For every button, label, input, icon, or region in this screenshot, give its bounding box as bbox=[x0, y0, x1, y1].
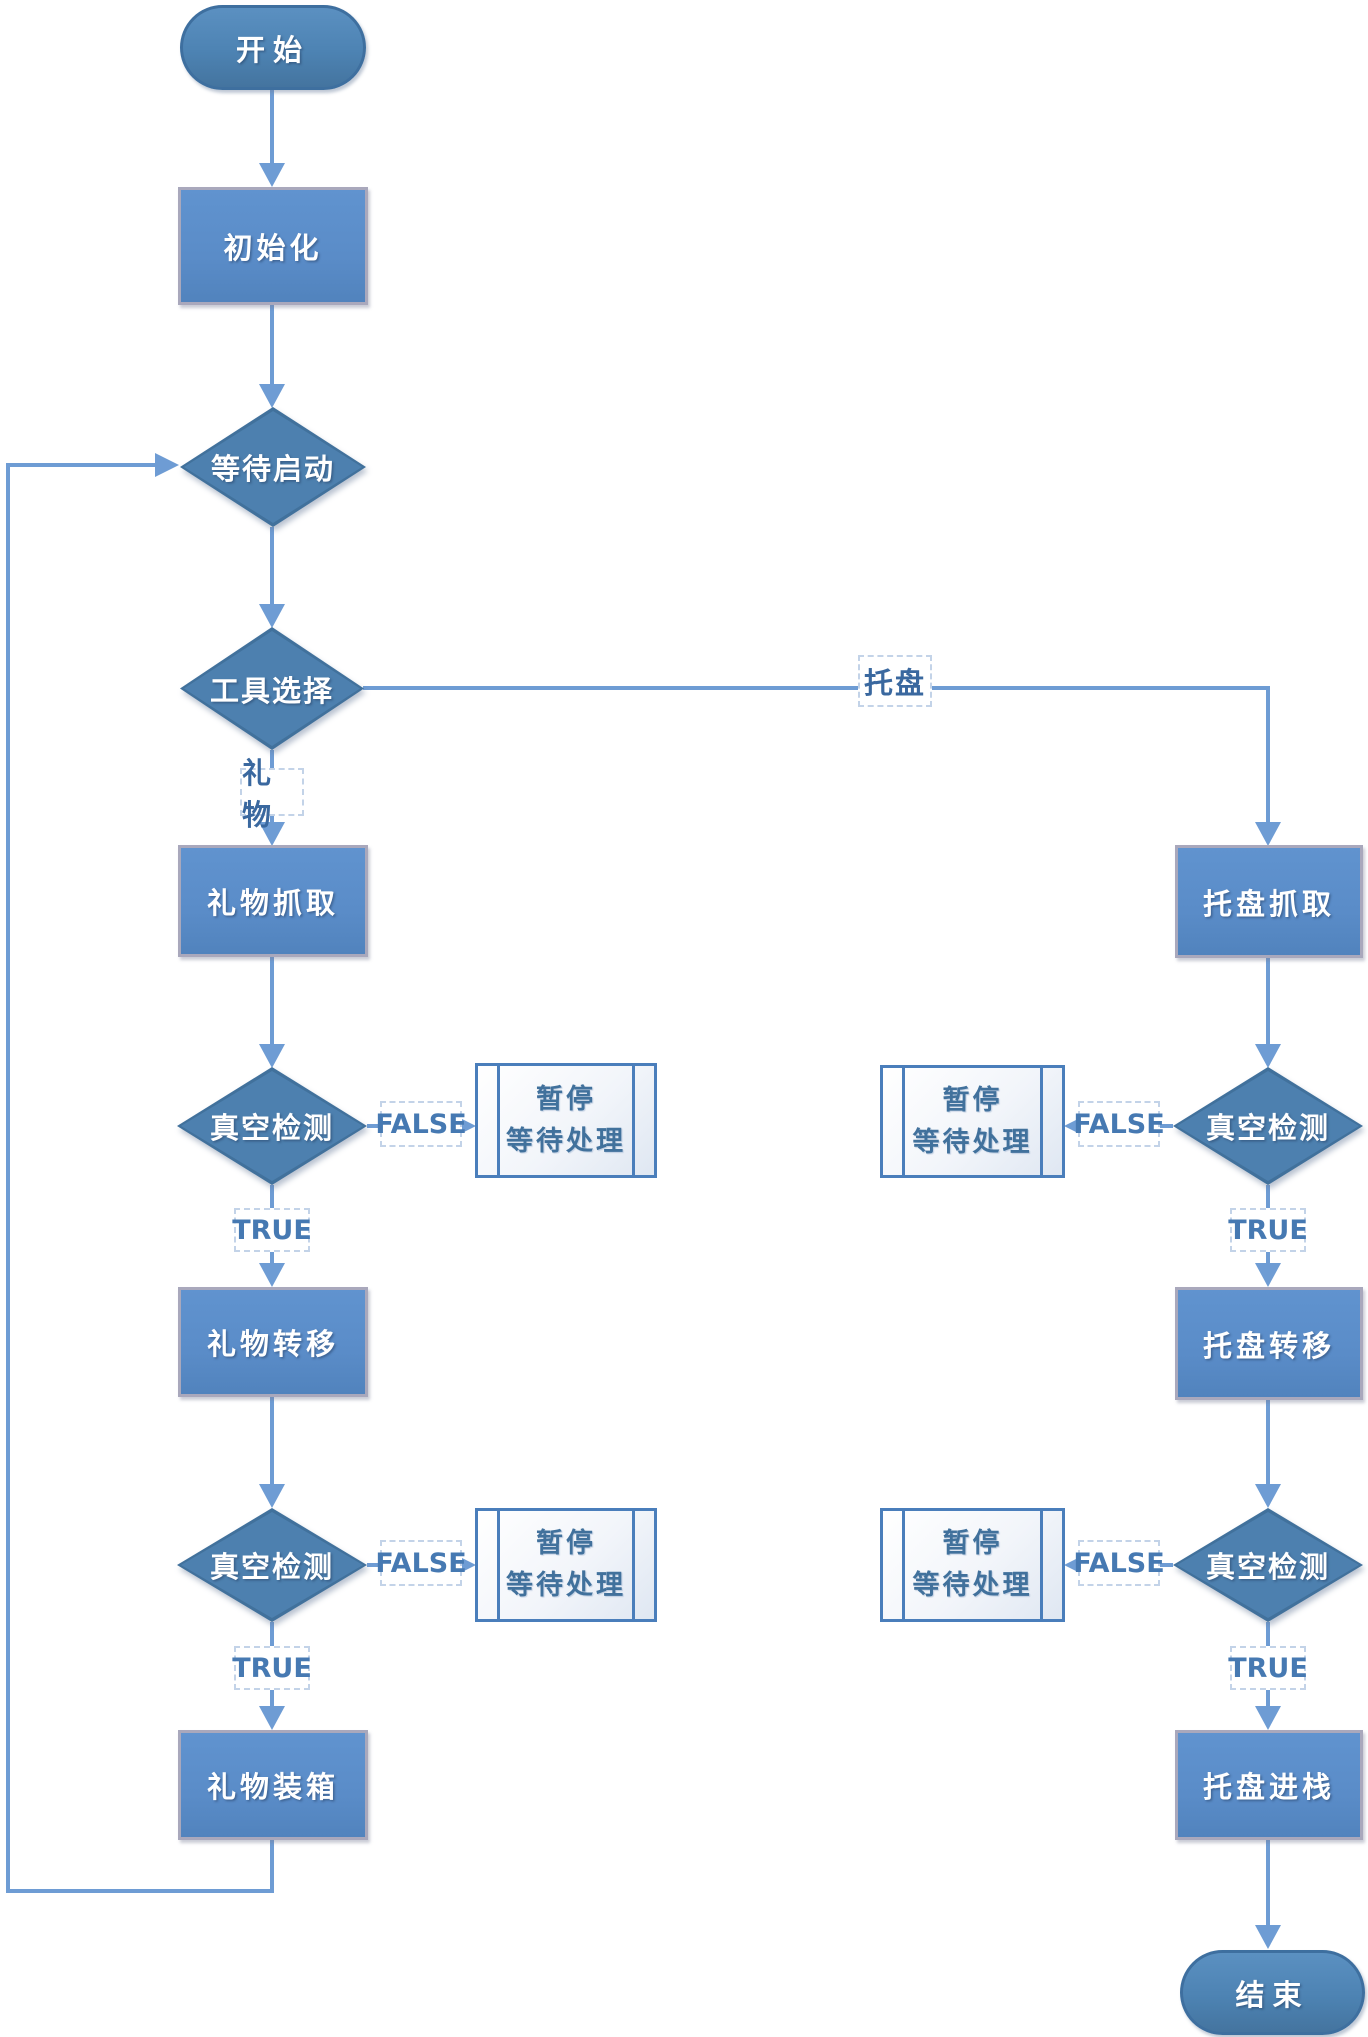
node-pause-left-1: 暂停 等待处理 bbox=[475, 1063, 657, 1178]
node-gift-transfer-label: 礼物转移 bbox=[206, 1327, 339, 1361]
edge-label-tray: 托盘 bbox=[858, 655, 932, 707]
subroutine-bar-right bbox=[632, 1066, 635, 1175]
connector-tray-elbow-down bbox=[1266, 686, 1270, 825]
node-vacuum-check-label: 真空检测 bbox=[1205, 1550, 1330, 1584]
node-vacuum-check-left-1: 真空检测 bbox=[177, 1067, 367, 1185]
node-gift-grab-label: 礼物抓取 bbox=[206, 886, 339, 920]
node-tool-select: 工具选择 bbox=[180, 627, 364, 750]
connector-gifttransfer-vacuum2 bbox=[270, 1397, 274, 1487]
edge-label-false-left-2: FALSE bbox=[375, 1540, 467, 1586]
node-tray-stack: 托盘进栈 bbox=[1175, 1730, 1363, 1840]
arrowhead-vacuum2r-traystack bbox=[1255, 1706, 1281, 1730]
edge-label-tray-text: 托盘 bbox=[863, 666, 926, 700]
node-vacuum-check-left-2: 真空检测 bbox=[177, 1508, 367, 1622]
connector-traygrab-vacuum1r bbox=[1266, 958, 1270, 1046]
arrowhead-waitstart-toolselect bbox=[259, 604, 285, 628]
connector-toolselect-tray-horizontal bbox=[363, 686, 1270, 690]
arrowhead-init-waitstart bbox=[259, 384, 285, 408]
edge-label-gift-text: 礼物 bbox=[242, 756, 274, 832]
node-pause-right-2: 暂停 等待处理 bbox=[880, 1508, 1065, 1622]
node-tray-stack-label: 托盘进栈 bbox=[1202, 1770, 1335, 1804]
arrowhead-loop-waitstart bbox=[155, 453, 179, 477]
edge-label-gift: 礼物 bbox=[240, 756, 304, 832]
connector-waitstart-toolselect bbox=[270, 527, 274, 607]
connector-loop-top bbox=[6, 463, 158, 467]
node-init-label: 初始化 bbox=[223, 231, 323, 265]
subroutine-bar-right bbox=[1040, 1068, 1043, 1175]
false-text: FALSE bbox=[375, 1547, 467, 1579]
node-gift-transfer: 礼物转移 bbox=[178, 1287, 368, 1397]
node-vacuum-check-right-2: 真空检测 bbox=[1173, 1508, 1363, 1622]
subroutine-bar-left bbox=[497, 1066, 500, 1175]
pause-line2: 等待处理 bbox=[506, 1570, 626, 1601]
connector-loop-bottom bbox=[6, 1889, 274, 1893]
false-text: FALSE bbox=[1073, 1108, 1165, 1140]
connector-loop-down bbox=[270, 1840, 274, 1893]
pause-line1: 暂停 bbox=[536, 1528, 596, 1560]
arrowhead-traygrab-vacuum1r bbox=[1255, 1044, 1281, 1068]
connector-init-waitstart bbox=[270, 305, 274, 387]
edge-label-false-left-1: FALSE bbox=[375, 1101, 467, 1147]
node-start-label: 开始 bbox=[235, 32, 310, 67]
connector-traystack-end bbox=[1266, 1840, 1270, 1926]
arrowhead-vacuum1-gifttransfer bbox=[259, 1263, 285, 1287]
false-text: FALSE bbox=[1073, 1547, 1165, 1579]
node-wait-start-label: 等待启动 bbox=[210, 452, 335, 486]
node-tray-grab: 托盘抓取 bbox=[1175, 845, 1363, 958]
node-tray-transfer-label: 托盘转移 bbox=[1202, 1328, 1335, 1363]
node-tray-grab-label: 托盘抓取 bbox=[1202, 886, 1335, 921]
arrowhead-toolselect-giftgrab bbox=[259, 822, 285, 846]
pause-line1: 暂停 bbox=[942, 1084, 1003, 1116]
edge-label-false-right-2: FALSE bbox=[1073, 1540, 1165, 1586]
edge-label-false-right-1: FALSE bbox=[1073, 1101, 1165, 1147]
node-init: 初始化 bbox=[178, 187, 368, 305]
arrowhead-start-init bbox=[259, 163, 285, 187]
connector-start-init bbox=[270, 90, 274, 166]
subroutine-bar-right bbox=[632, 1511, 635, 1619]
pause-line1: 暂停 bbox=[942, 1528, 1003, 1560]
arrowhead-gifttransfer-vacuum2 bbox=[259, 1484, 285, 1508]
arrowhead-vacuum2-giftboxing bbox=[259, 1706, 285, 1730]
edge-label-true-right-2: TRUE bbox=[1228, 1646, 1308, 1690]
node-vacuum-check-label: 真空检测 bbox=[1205, 1111, 1330, 1145]
node-gift-grab: 礼物抓取 bbox=[178, 845, 368, 957]
node-vacuum-check-label: 真空检测 bbox=[209, 1111, 334, 1145]
node-start: 开始 bbox=[180, 5, 366, 90]
edge-label-true-left-1: TRUE bbox=[232, 1208, 312, 1252]
arrowhead-tray-traygrab bbox=[1255, 822, 1281, 846]
edge-label-true-left-2: TRUE bbox=[232, 1646, 312, 1690]
true-text: TRUE bbox=[232, 1214, 312, 1246]
pause-line2: 等待处理 bbox=[506, 1125, 626, 1157]
node-gift-boxing-label: 礼物装箱 bbox=[206, 1770, 339, 1804]
node-vacuum-check-right-1: 真空检测 bbox=[1173, 1067, 1363, 1185]
arrowhead-traytransfer-vacuum2r bbox=[1255, 1484, 1281, 1508]
true-text: TRUE bbox=[1228, 1652, 1308, 1684]
arrowhead-traystack-end bbox=[1255, 1925, 1281, 1949]
false-text: FALSE bbox=[375, 1108, 467, 1140]
pause-line2: 等待处理 bbox=[912, 1126, 1033, 1158]
subroutine-bar-right bbox=[1040, 1511, 1043, 1619]
node-tray-transfer: 托盘转移 bbox=[1175, 1287, 1363, 1400]
node-gift-boxing: 礼物装箱 bbox=[178, 1730, 368, 1840]
pause-line1: 暂停 bbox=[536, 1083, 596, 1115]
arrowhead-giftgrab-vacuum1 bbox=[259, 1044, 285, 1068]
subroutine-bar-left bbox=[902, 1511, 905, 1619]
true-text: TRUE bbox=[232, 1652, 312, 1684]
connector-loop-left bbox=[6, 463, 10, 1893]
connector-traytransfer-vacuum2r bbox=[1266, 1400, 1270, 1486]
node-end-label: 结束 bbox=[1235, 1977, 1310, 2012]
arrowhead-vacuum1r-traytransfer bbox=[1255, 1263, 1281, 1287]
connector-giftgrab-vacuum1 bbox=[270, 957, 274, 1047]
subroutine-bar-left bbox=[902, 1068, 905, 1175]
node-tool-select-label: 工具选择 bbox=[209, 673, 334, 708]
pause-line2: 等待处理 bbox=[912, 1570, 1033, 1601]
node-wait-start: 等待启动 bbox=[180, 407, 366, 527]
edge-label-true-right-1: TRUE bbox=[1228, 1208, 1308, 1252]
true-text: TRUE bbox=[1228, 1214, 1308, 1246]
node-vacuum-check-label: 真空检测 bbox=[209, 1550, 334, 1584]
node-pause-left-2: 暂停 等待处理 bbox=[475, 1508, 657, 1622]
node-end: 结束 bbox=[1180, 1950, 1365, 2035]
node-pause-right-1: 暂停 等待处理 bbox=[880, 1065, 1065, 1178]
subroutine-bar-left bbox=[497, 1511, 500, 1619]
